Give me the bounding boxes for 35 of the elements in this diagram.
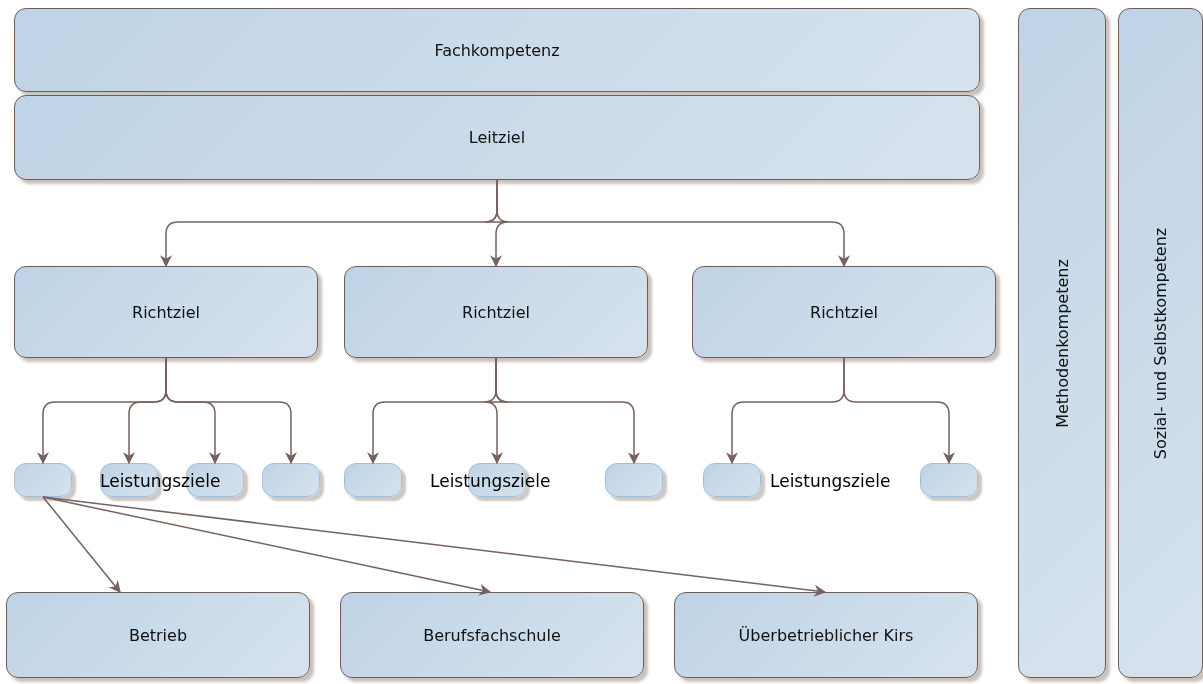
arrow xyxy=(495,357,640,465)
goal-box xyxy=(14,266,318,358)
goal-box xyxy=(262,463,320,497)
node-label: Methodenkompetenz xyxy=(1052,258,1072,428)
node-label: Leitziel xyxy=(468,128,526,147)
arrow xyxy=(165,357,297,465)
node-label: Betrieb xyxy=(128,625,188,645)
goal-box xyxy=(344,266,648,358)
competence-column xyxy=(1118,8,1203,678)
node-label: Fachkompetenz xyxy=(434,40,560,60)
level-label: Leistungsziele xyxy=(770,471,891,491)
goal-box xyxy=(340,592,644,678)
level-label: Leistungsziele xyxy=(100,471,221,491)
node-label: Richtziel xyxy=(462,302,530,322)
arrow xyxy=(496,179,850,268)
level-label: Leistungsziele xyxy=(430,471,551,491)
node-label: Sozial- und Selbstkompetenz xyxy=(1151,227,1170,459)
node-label: Berufsfachschule xyxy=(423,625,561,645)
goal-box xyxy=(692,266,996,358)
goal-box xyxy=(14,463,72,497)
arrow xyxy=(843,357,955,465)
node-label: Überbetrieblicher Kirs xyxy=(738,625,914,645)
goal-box xyxy=(605,463,663,497)
arrow xyxy=(42,496,827,597)
competence-column xyxy=(1018,8,1106,678)
goal-box xyxy=(6,592,310,678)
node-label: Richtziel xyxy=(810,302,878,322)
goal-box xyxy=(14,8,980,92)
goal-box xyxy=(14,95,980,180)
goal-box xyxy=(920,463,978,497)
goal-box xyxy=(703,463,761,497)
goal-box xyxy=(674,592,978,678)
goal-box xyxy=(344,463,402,497)
node-label: Richtziel xyxy=(132,302,200,322)
arrow xyxy=(42,496,121,593)
